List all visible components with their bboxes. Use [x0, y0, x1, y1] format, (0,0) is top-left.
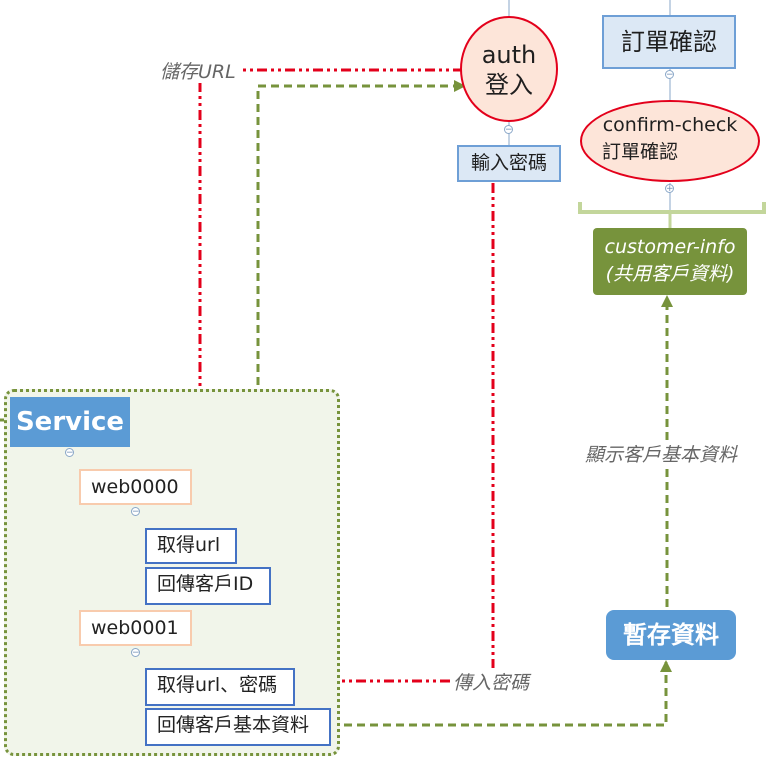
auth-node-subtitle: 登入	[485, 71, 533, 99]
confirm-check-title: confirm-check	[602, 114, 738, 136]
temp-save-node[interactable]: 暫存資料	[606, 610, 736, 660]
collapse-toggle-icon[interactable]: −	[131, 507, 140, 517]
confirm-check-subtitle: 訂單確認	[602, 141, 679, 163]
auth-login-node[interactable]: auth 登入	[460, 16, 558, 122]
get-url-password-node[interactable]: 取得url、密碼	[145, 668, 295, 706]
edge-label-store-url: 儲存URL	[160, 57, 240, 83]
return-customer-id-node[interactable]: 回傳客戶ID	[145, 567, 271, 605]
collapse-toggle-icon[interactable]: −	[65, 448, 74, 458]
get-url-node[interactable]: 取得url	[145, 528, 237, 564]
enter-password-node[interactable]: 輸入密碼	[457, 145, 561, 182]
confirm-check-node[interactable]: confirm-check 訂單確認	[580, 100, 760, 182]
edge-label-show-customer-basic: 顯示客戶基本資料	[585, 440, 755, 468]
order-confirm-node[interactable]: 訂單確認	[602, 15, 736, 69]
expand-toggle-icon[interactable]: +	[665, 184, 674, 194]
collapse-toggle-icon[interactable]: −	[131, 648, 140, 658]
customer-info-title: customer-info	[604, 236, 736, 258]
customer-info-node[interactable]: customer-info (共用客戶資料)	[593, 228, 747, 295]
collapse-toggle-icon[interactable]: −	[504, 125, 513, 135]
web0000-node[interactable]: web0000	[79, 469, 192, 505]
return-customer-basic-node[interactable]: 回傳客戶基本資料	[145, 708, 331, 746]
customer-info-subtitle: (共用客戶資料)	[605, 263, 735, 285]
web0001-node[interactable]: web0001	[79, 610, 192, 646]
collapse-toggle-icon[interactable]: −	[665, 70, 674, 80]
auth-node-title: auth	[481, 41, 537, 69]
edge-label-pass-password: 傳入密碼	[453, 668, 539, 694]
service-root-node[interactable]: Service	[10, 397, 130, 447]
